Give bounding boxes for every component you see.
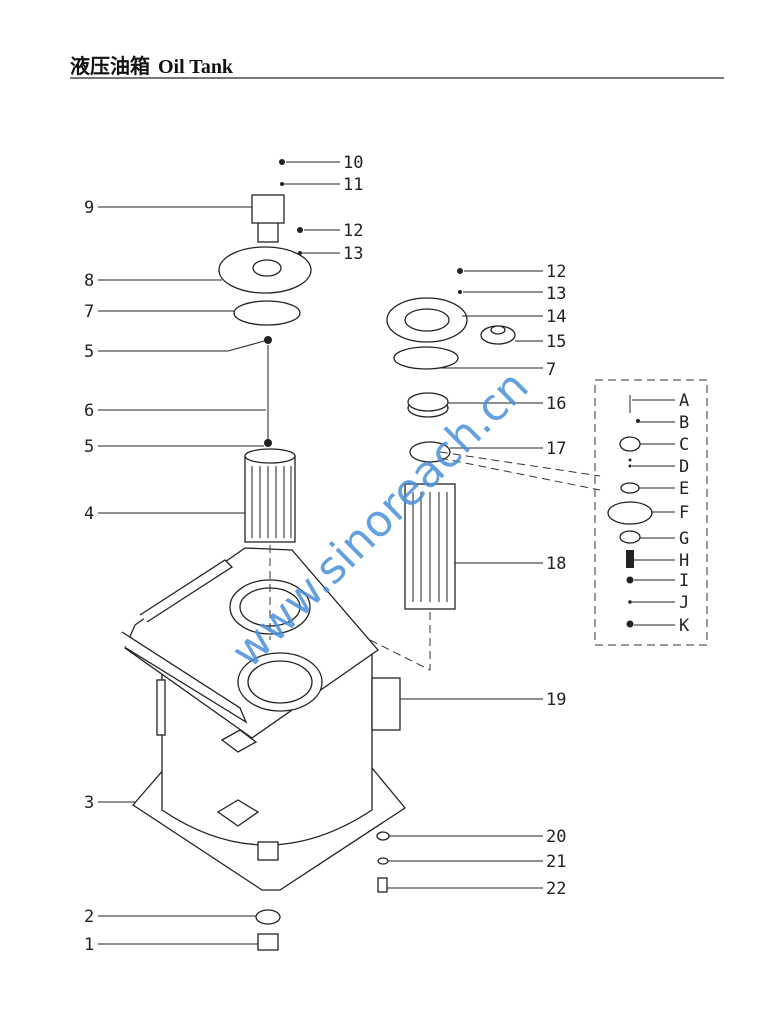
valve-17: [409, 441, 451, 463]
tank-port-2-inner: [247, 660, 313, 704]
valve-detail-inset: [594, 379, 708, 646]
callout: 4: [84, 504, 94, 524]
callout: 16: [546, 394, 566, 414]
tank-flange-top: [220, 729, 258, 753]
title-cn: 液压油箱: [70, 54, 150, 78]
screw-12-left: [297, 227, 303, 233]
callout: G: [679, 529, 689, 549]
callouts-inset: A B C D E F G H I J K: [679, 391, 690, 636]
callout: 3: [84, 793, 94, 813]
callout: 7: [84, 302, 94, 322]
callout: 14: [546, 307, 566, 327]
washer-21: [377, 857, 389, 865]
callout: 12: [546, 262, 566, 282]
washer-13-right: [458, 290, 462, 294]
drain-boss: [257, 841, 279, 861]
callout: D: [679, 457, 689, 477]
callout: 8: [84, 271, 94, 291]
breather-stem: [257, 221, 279, 243]
callout: 12: [343, 221, 363, 241]
assembly-center-lines: [269, 457, 601, 671]
callout: 10: [343, 153, 363, 173]
cover-8-port: [252, 259, 282, 277]
callout: I: [679, 571, 689, 591]
callout: 21: [546, 852, 566, 872]
inset-parts: [607, 395, 653, 628]
callout: 5: [84, 437, 94, 457]
callout: K: [679, 616, 690, 636]
callout: 6: [84, 401, 94, 421]
callouts-right: 12 13 14 15 7 16 17 18 19 20 21 22: [546, 262, 566, 899]
drain-plug-1: [257, 933, 279, 951]
washer-20: [376, 831, 390, 841]
seal-2: [255, 909, 281, 925]
assembly-center-line-2: [439, 451, 601, 477]
spring-16-b: [407, 392, 449, 412]
bolt-22: [377, 877, 388, 893]
title-en: Oil Tank: [158, 56, 234, 78]
callout: 18: [546, 554, 566, 574]
callout: A: [679, 391, 689, 411]
level-gauge-19: [371, 677, 401, 731]
filter-element-4: [244, 455, 296, 543]
callout: 9: [84, 198, 94, 218]
callout: 13: [546, 284, 566, 304]
callout: 22: [546, 879, 566, 899]
header-divider: [70, 77, 724, 79]
callout: 11: [343, 175, 363, 195]
gasket-7-left: [233, 300, 301, 326]
filter-18-pleats: [412, 492, 448, 602]
leader-lines: [98, 161, 675, 945]
callout: 15: [546, 332, 566, 352]
callout: E: [679, 479, 689, 499]
washer-11: [280, 182, 284, 186]
callout: 1: [84, 935, 94, 955]
filter-4-cap: [244, 448, 296, 464]
tank-rail-rear: [139, 559, 234, 623]
washer-13-left: [298, 251, 302, 255]
screw-10: [279, 159, 285, 165]
callout: 5: [84, 342, 94, 362]
page-title: 液压油箱 Oil Tank: [70, 50, 233, 79]
callouts-left: 9 8 7 5 6 5 4 3 2 1: [84, 198, 94, 955]
callouts-top: 10 11 12 13: [343, 153, 363, 264]
callout: 19: [546, 690, 566, 710]
callout: 7: [546, 360, 556, 380]
callout: 20: [546, 827, 566, 847]
callout: J: [679, 593, 689, 613]
gasket-7-right: [393, 346, 459, 370]
callout: H: [679, 551, 689, 571]
tank-side-bracket: [156, 679, 166, 736]
callout: B: [679, 413, 689, 433]
screw-12-right: [457, 268, 463, 274]
cover-14-center: [404, 308, 450, 332]
tank-rail-front: [121, 631, 248, 724]
air-breather-9: [251, 194, 285, 224]
callout: 13: [343, 244, 363, 264]
nut-5-bottom: [264, 439, 272, 447]
callout: 2: [84, 907, 94, 927]
callout: C: [679, 435, 689, 455]
callout: F: [679, 503, 689, 523]
spacer-15-hole: [490, 325, 506, 335]
filter-4-pleats: [251, 466, 292, 538]
callout: 17: [546, 439, 566, 459]
tank-flange-side: [216, 799, 260, 827]
